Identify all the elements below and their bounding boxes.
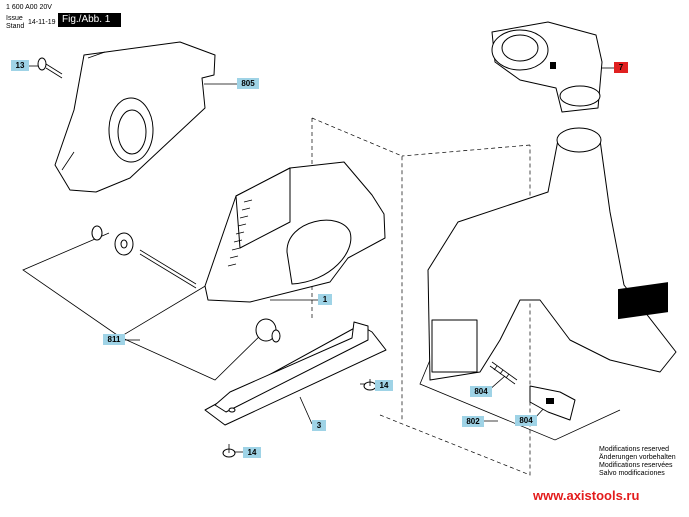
part-tag-805[interactable]: 805	[237, 78, 259, 89]
part-tag-804-latch[interactable]: 804	[515, 415, 537, 426]
part-tag-804-spring[interactable]: 804	[470, 386, 492, 397]
part-tag-1[interactable]: 1	[318, 294, 332, 305]
screw-13	[37, 57, 63, 79]
part-tag-7[interactable]: 7	[614, 62, 628, 73]
note-line-fr: Modifications reservées	[599, 462, 673, 469]
guard-1	[204, 161, 386, 303]
note-line-en: Modifications reserved	[599, 446, 670, 453]
dust-hood-802	[427, 127, 677, 381]
spring-804	[489, 361, 518, 385]
figure-label: Fig./Abb. 1	[58, 13, 121, 27]
base-plate-3	[204, 321, 387, 426]
latch-804	[529, 385, 576, 421]
part-tag-3[interactable]: 3	[312, 420, 326, 431]
note-line-de: Änderungen vorbehalten	[599, 454, 676, 461]
modification-notes: Modifications reserved Änderungen vorbeh…	[599, 446, 676, 478]
part-tag-811[interactable]: 811	[103, 334, 125, 345]
site-url[interactable]: www.axistools.ru	[533, 488, 640, 503]
screws-14	[222, 379, 377, 458]
issue-date: 14-11-19	[28, 19, 56, 26]
elbow-adapter-7	[491, 21, 603, 113]
part-tag-13[interactable]: 13	[11, 60, 29, 71]
shaft-assembly	[91, 225, 281, 343]
cover-805	[54, 41, 216, 193]
note-line-es: Salvo modificaciones	[599, 470, 665, 477]
part-tag-802[interactable]: 802	[462, 416, 484, 427]
part-tag-14-right[interactable]: 14	[375, 380, 393, 391]
stand-label: Stand	[6, 23, 25, 30]
issue-label: Issue	[6, 15, 23, 22]
part-tag-14-left[interactable]: 14	[243, 447, 261, 458]
doc-number: 1 600 A00 20V	[6, 4, 52, 11]
